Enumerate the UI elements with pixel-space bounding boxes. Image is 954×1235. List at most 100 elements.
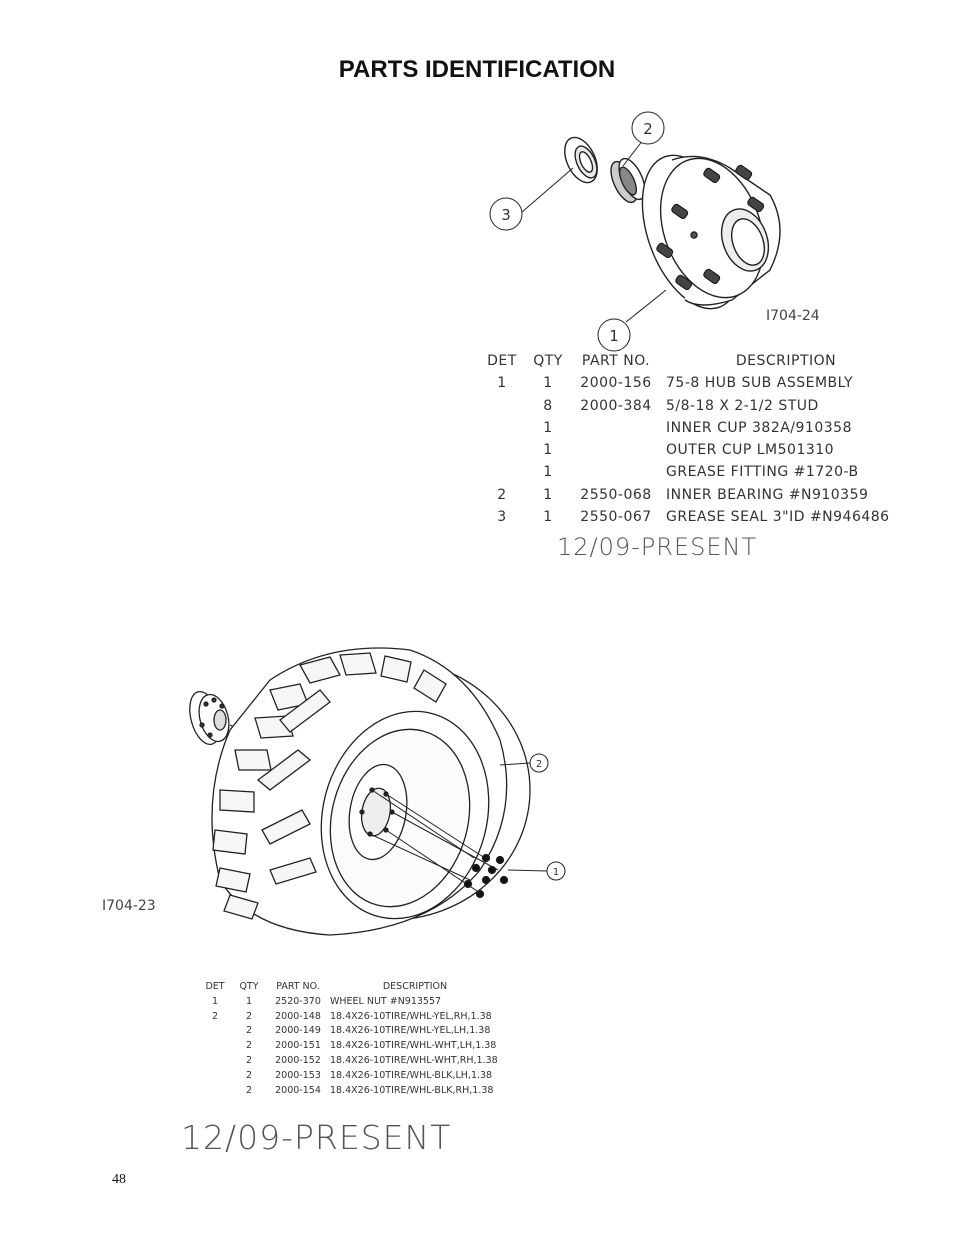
cell: 2 [245,1054,253,1066]
cell [198,1025,232,1040]
col-description: DESCRIPTION [382,981,448,992]
table-header-row: DET QTY PART NO. DESCRIPTION [198,981,500,996]
cell: 18.4X26-10TIRE/WHL-YEL,RH,1.38 [330,1010,492,1022]
cell: 2000-148 [275,1010,321,1022]
hub-callout-2: 2 [643,120,653,138]
cell: 1 [543,419,553,436]
cell: 1 [245,995,253,1007]
cell: 2550-067 [580,509,652,526]
cell: 2000-151 [275,1040,321,1052]
hub-date-range: 12/09-PRESENT [557,533,758,561]
cell: 2 [245,1040,253,1052]
table-header-row: DET QTY PART NO. DESCRIPTION [474,353,906,375]
table-row: 8 2000-384 5/8-18 X 2-1/2 STUD [474,398,906,420]
cell: 18.4X26-10TIRE/WHL-BLK,RH,1.38 [330,1084,494,1096]
cell [474,464,530,486]
cell: INNER CUP 382A/910358 [666,419,852,436]
table-row: 1 1 2520-370 WHEEL NUT #N913557 [198,996,500,1011]
cell [566,420,666,442]
cell: 18.4X26-10TIRE/WHL-WHT,RH,1.38 [330,1054,498,1066]
wheel-drawing-number: I704-23 [102,898,156,914]
cell: 2 [497,486,507,503]
inner-bearing-illustration [610,157,646,204]
wheel-callout-1: 1 [553,867,559,878]
table-row: 1 1 2000-156 75-8 HUB SUB ASSEMBLY [474,375,906,397]
cell [198,1085,232,1100]
cell: 2000-154 [275,1084,321,1096]
tire-illustration [211,647,531,936]
cell: 1 [211,995,219,1007]
col-part-no: PART NO. [276,981,320,992]
col-qty: QTY [533,353,563,369]
cell: 1 [543,509,553,526]
wheel-date-range: 12/09-PRESENT [181,1118,452,1157]
cell [198,1070,232,1085]
cell: 1 [543,442,553,459]
cell [474,398,530,420]
cell: 2000-149 [275,1025,321,1037]
hub-callout-1: 1 [609,327,619,345]
page-title: PARTS IDENTIFICATION [338,56,616,83]
table-row: 2 2000-151 18.4X26-10TIRE/WHL-WHT,LH,1.38 [198,1040,500,1055]
cell: 1 [497,375,507,392]
cell: 2 [245,1069,253,1081]
table-row: 1 GREASE FITTING #1720-B [474,464,906,486]
hub-drawing [489,111,781,352]
page-number: 48 [112,1172,126,1187]
cell: 2520-370 [275,995,321,1007]
cell: 1 [543,486,553,503]
table-row: 1 OUTER CUP LM501310 [474,442,906,464]
wheel-callout-2: 2 [536,759,542,770]
cell: 3 [497,509,507,526]
col-part-no: PART NO. [581,353,651,369]
cell: 2 [245,1025,253,1037]
hub-callout-3: 3 [501,206,511,224]
table-row: 2 2000-153 18.4X26-10TIRE/WHL-BLK,LH,1.38 [198,1070,500,1085]
cell: 2550-068 [580,486,652,503]
cell: 5/8-18 X 2-1/2 STUD [666,397,819,414]
cell: 2000-153 [275,1069,321,1081]
table-row: 2 2000-152 18.4X26-10TIRE/WHL-WHT,RH,1.38 [198,1055,500,1070]
cell: 18.4X26-10TIRE/WHL-YEL,LH,1.38 [330,1025,491,1037]
table-row: 2 2 2000-148 18.4X26-10TIRE/WHL-YEL,RH,1.38 [198,1011,500,1026]
cell [566,464,666,486]
hub-illustration [641,154,781,310]
hub-parts-table: DET QTY PART NO. DESCRIPTION 1 1 2000-156 7… [474,353,906,531]
table-row: 3 1 2550-067 GREASE SEAL 3"ID #N946486 [474,509,906,531]
cell: GREASE FITTING #1720-B [666,464,859,481]
cell: GREASE SEAL 3"ID #N946486 [666,509,890,526]
table-row: 2 2000-154 18.4X26-10TIRE/WHL-BLK,RH,1.38 [198,1085,500,1100]
cell: WHEEL NUT #N913557 [330,995,442,1007]
small-hub-illustration [189,691,230,745]
cell: 2000-152 [275,1054,321,1066]
cell: 18.4X26-10TIRE/WHL-BLK,LH,1.38 [330,1069,493,1081]
wheel-parts-table: DET QTY PART NO. DESCRIPTION 1 1 2520-370 W… [198,981,500,1099]
hub-drawing-number: I704-24 [766,308,820,324]
table-row: 2 1 2550-068 INNER BEARING #N910359 [474,487,906,509]
col-description: DESCRIPTION [735,353,837,369]
cell: 2 [245,1084,253,1096]
grease-seal-illustration [564,136,598,184]
col-det: DET [205,981,225,992]
cell [474,442,530,464]
table-row: 1 INNER CUP 382A/910358 [474,420,906,442]
cell: OUTER CUP LM501310 [666,442,835,459]
cell [566,442,666,464]
cell: 2000-384 [580,397,652,414]
cell: 2 [211,1010,219,1022]
cell: 2 [245,1010,253,1022]
col-qty: QTY [239,981,259,992]
col-det: DET [487,353,517,369]
wheel-drawing [189,647,566,936]
cell: 75-8 HUB SUB ASSEMBLY [666,375,854,392]
cell: 1 [543,375,553,392]
cell: 2000-156 [580,375,652,392]
cell: 18.4X26-10TIRE/WHL-WHT,LH,1.38 [330,1040,497,1052]
cell [198,1040,232,1055]
cell: 8 [543,397,553,414]
cell: 1 [543,464,553,481]
table-row: 2 2000-149 18.4X26-10TIRE/WHL-YEL,LH,1.38 [198,1025,500,1040]
cell: INNER BEARING #N910359 [666,486,869,503]
cell [474,420,530,442]
